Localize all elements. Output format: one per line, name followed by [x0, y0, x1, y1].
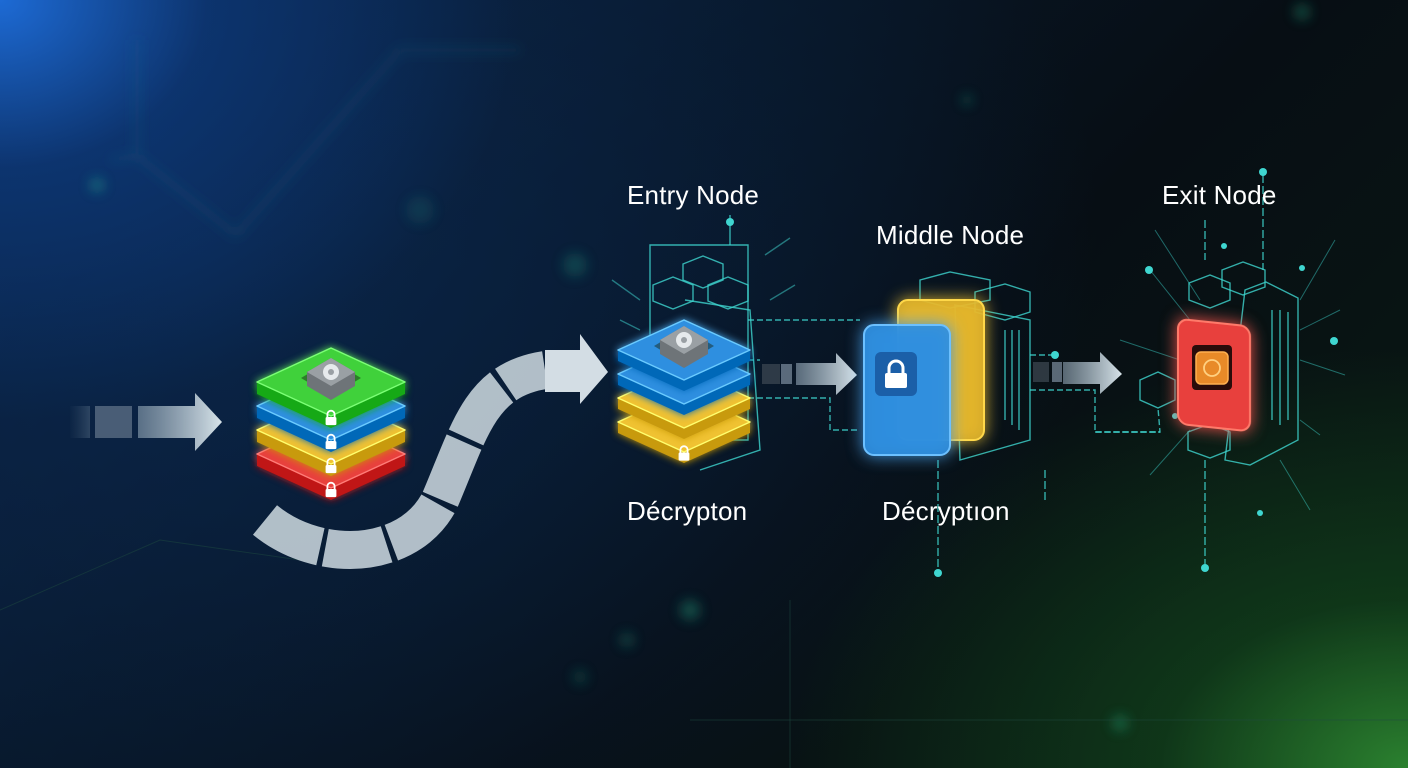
wire-node-dot — [1259, 168, 1267, 176]
unlocked-payload-icon — [1203, 359, 1221, 377]
bg-line — [135, 40, 520, 238]
server-slats — [1004, 330, 1020, 430]
payload-badge — [1195, 351, 1229, 385]
bokeh-dot — [620, 633, 634, 647]
layer-side — [618, 398, 750, 439]
onion-packet — [256, 347, 406, 500]
wire-node-dot — [1330, 337, 1338, 345]
server-hex — [1139, 371, 1176, 409]
bokeh-dot — [680, 600, 700, 620]
server-hex — [1221, 261, 1266, 296]
arrow-trail-block — [1033, 362, 1049, 382]
server-hex — [1188, 274, 1231, 309]
bokeh-dot — [563, 253, 587, 277]
arrow-shape — [796, 353, 857, 395]
input-arrow — [70, 393, 222, 451]
arrow-trail-block — [781, 364, 792, 384]
server-hex — [682, 255, 724, 289]
middle-node-packet — [863, 299, 985, 456]
arrow-trail-block — [70, 406, 90, 438]
curved-arrow-body — [252, 351, 549, 569]
wire-node-dot — [1299, 265, 1305, 271]
lock-icon — [885, 359, 907, 388]
bokeh-dot — [1112, 715, 1128, 731]
arrow-trail-block — [95, 406, 132, 438]
exit-node-server — [1095, 175, 1346, 565]
entry-node-packet — [617, 319, 751, 463]
middle-node-server — [919, 271, 1160, 570]
bg-line — [109, 154, 138, 162]
arrow-trail-block — [762, 364, 780, 384]
entry-node-label: Entry Node — [627, 180, 760, 210]
lock-icon — [325, 457, 337, 474]
arrow-shape — [138, 393, 222, 451]
wire-node-dot — [1172, 413, 1178, 419]
bokeh-dot — [1294, 4, 1310, 20]
exit-node-dots — [1145, 168, 1338, 572]
wire — [1204, 175, 1264, 565]
lock-icon — [325, 409, 337, 426]
wire-node-dot — [1221, 243, 1227, 249]
middle-to-exit-arrow — [1033, 352, 1122, 394]
wire — [1095, 407, 1161, 433]
layer-side — [618, 350, 750, 391]
entry-decryption-label: Décrypton — [627, 496, 748, 526]
entry-to-middle-arrow — [762, 353, 857, 395]
wire-node-dot — [1201, 564, 1209, 572]
background-network — [109, 40, 520, 238]
server-hex — [707, 276, 749, 310]
lock-icon — [325, 481, 337, 498]
wire-node-dot — [934, 569, 942, 577]
server-rack — [1224, 281, 1299, 466]
wire-node-dot — [726, 218, 734, 226]
layer-side — [618, 374, 750, 415]
lock-icon — [678, 445, 690, 461]
exit-node-packet — [1177, 318, 1251, 432]
bokeh-dot — [406, 196, 434, 224]
bokeh-dot — [90, 178, 104, 192]
bokeh-dot — [573, 670, 587, 684]
bg-line — [0, 539, 301, 611]
middle-node-label: Middle Node — [876, 220, 1025, 250]
bokeh-dot — [962, 95, 972, 105]
curved-arrow-head — [545, 334, 608, 404]
middle-decryption-label: Décryptıon — [882, 496, 1010, 526]
wire-node-dot — [1051, 351, 1059, 359]
server-slats — [1271, 310, 1289, 425]
background-bokeh — [90, 4, 1310, 731]
curved-flow-arrow — [252, 334, 608, 569]
glow-ray — [611, 237, 796, 331]
packet-core — [654, 326, 714, 368]
arrow-shape — [1063, 352, 1122, 394]
lock-icon — [325, 433, 337, 450]
wire-node-dot — [1145, 266, 1153, 274]
wire — [937, 460, 1046, 570]
arrow-trail-block — [1052, 362, 1062, 382]
server-rack — [684, 299, 761, 471]
background-grid-lines — [0, 539, 1408, 768]
packet-core — [301, 358, 361, 400]
wire-node-dot — [1257, 510, 1263, 516]
exit-node-label: Exit Node — [1162, 180, 1277, 210]
glow-rays — [1119, 229, 1346, 511]
